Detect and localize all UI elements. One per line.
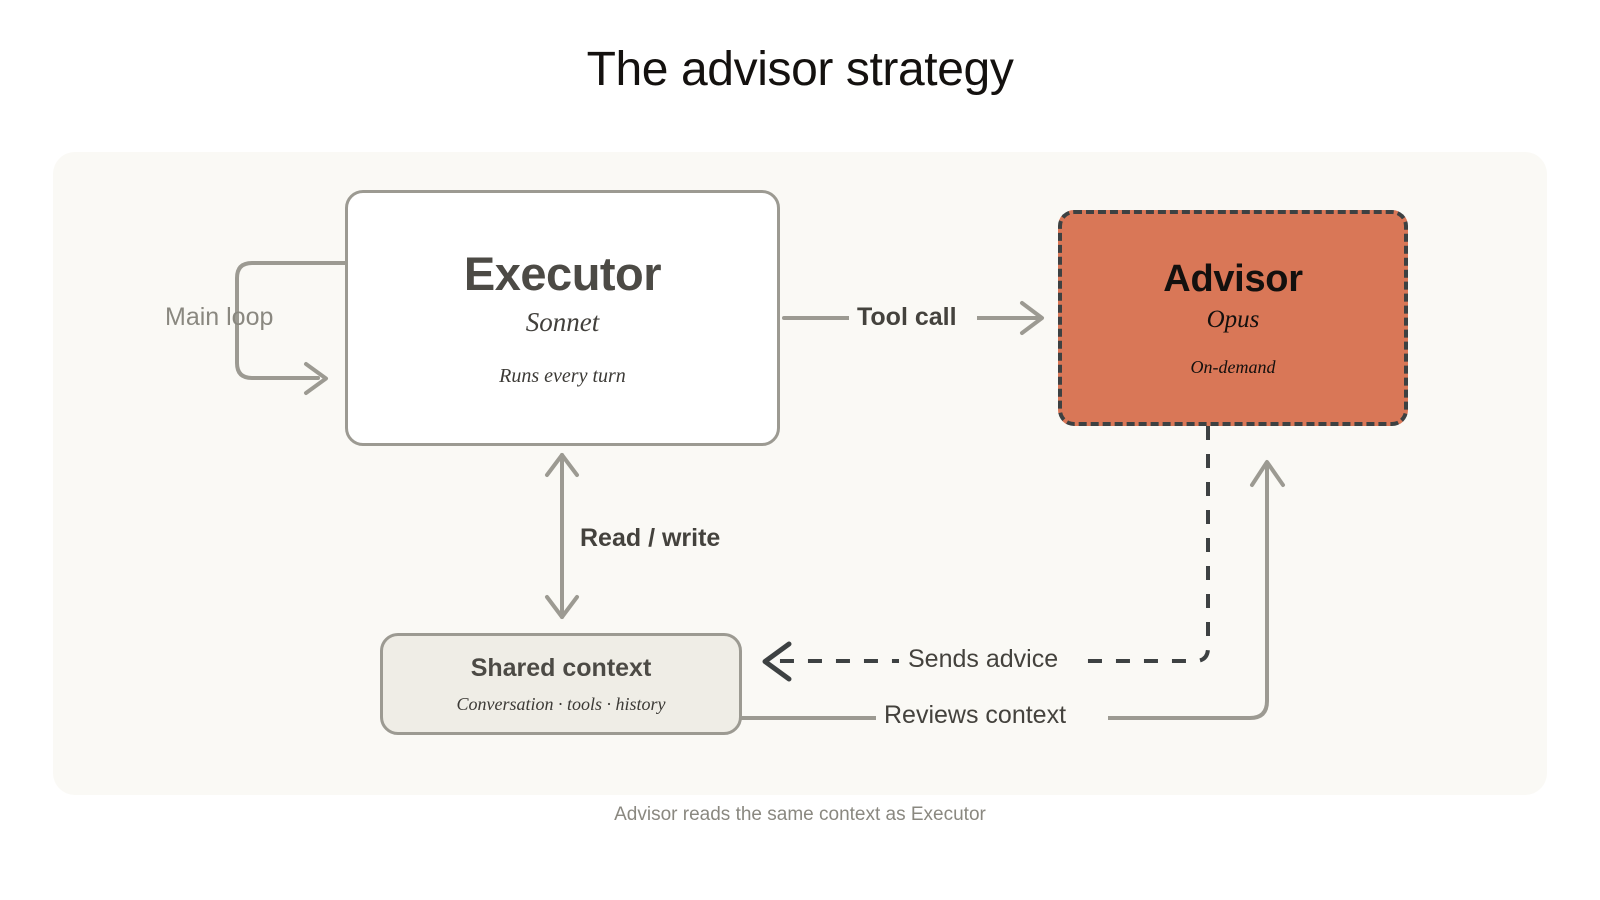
footer-caption: Advisor reads the same context as Execut… (614, 804, 986, 825)
node-advisor[interactable]: Advisor Opus On-demand (1058, 210, 1408, 426)
label-knockout-reviews-context (876, 700, 1108, 736)
edge-label-sends-advice: Sends advice (908, 645, 1059, 673)
node-shared-context[interactable]: Shared context Conversation · tools · hi… (380, 633, 742, 735)
shared-context-subtitle: Conversation · tools · history (456, 693, 666, 714)
advisor-subtitle: Opus (1206, 306, 1260, 333)
label-knockout-tool-call (849, 300, 977, 336)
advisor-title: Advisor (1163, 258, 1303, 300)
page-title: The advisor strategy (586, 43, 1014, 96)
label-knockout-read-write (572, 521, 748, 559)
edge-label-read-write: Read / write (580, 524, 721, 552)
edge-label-reviews-context: Reviews context (884, 701, 1067, 729)
advisor-note: On-demand (1190, 357, 1276, 377)
executor-note: Runs every turn (499, 365, 626, 387)
executor-subtitle: Sonnet (525, 307, 600, 337)
shared-context-title: Shared context (470, 653, 652, 682)
edge-label-main-loop: Main loop (165, 303, 274, 331)
node-executor[interactable]: Executor Sonnet Runs every turn (345, 190, 780, 446)
label-knockout-sends-advice (899, 643, 1085, 679)
executor-title: Executor (463, 247, 662, 300)
edge-label-tool-call: Tool call (857, 303, 957, 331)
